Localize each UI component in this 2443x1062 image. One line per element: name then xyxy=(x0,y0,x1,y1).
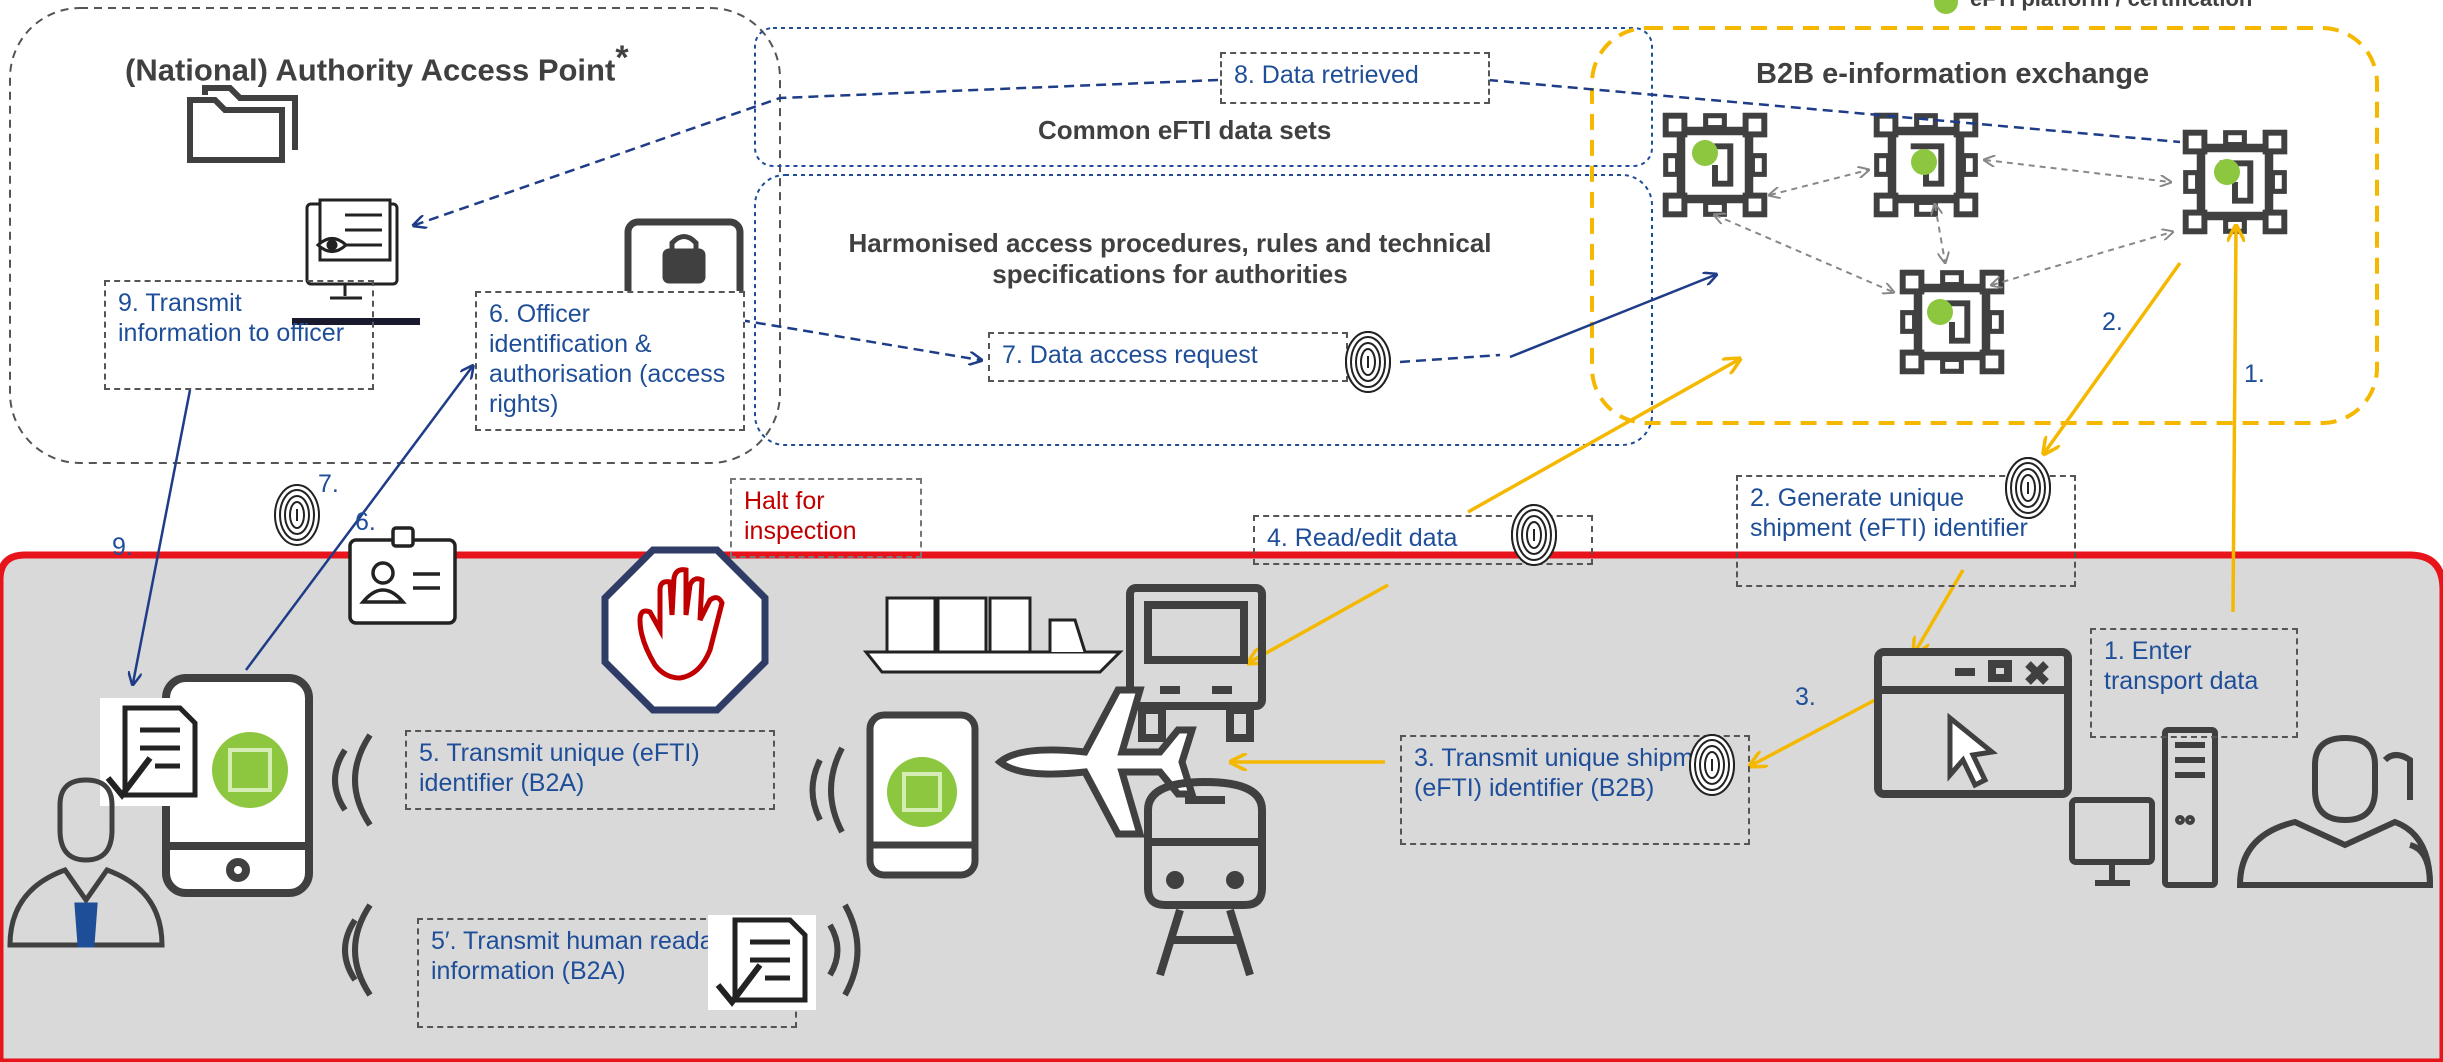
qr-badge xyxy=(887,757,957,827)
common-datasets-title: Common eFTI data sets xyxy=(1038,115,1332,145)
officer-icon xyxy=(7,777,165,948)
stop-hand-icon xyxy=(601,546,769,714)
step-3-transmit-b2b: 3. Transmit unique shipment (eFTI) ident… xyxy=(1400,735,1750,845)
truck-icon xyxy=(1126,584,1266,742)
monitor-document-icon xyxy=(292,198,420,325)
fingerprint-icon xyxy=(1345,331,1391,393)
platform-dot xyxy=(1911,149,1937,175)
authority-asterisk: * xyxy=(615,39,629,77)
authority-panel xyxy=(9,7,781,464)
platform-chip-icon xyxy=(1903,273,2002,372)
legend-dot xyxy=(1934,0,1958,14)
signal-wave-icon xyxy=(332,733,861,997)
step-2-generate-identifier: 2. Generate unique shipment (eFTI) ident… xyxy=(1736,475,2076,587)
b2b-title: B2B e-information exchange xyxy=(1756,58,2150,90)
document-check-icon xyxy=(100,698,203,806)
ship-icon xyxy=(862,596,1124,674)
step-number-6: 6. xyxy=(355,508,376,536)
step-9-transmit-info: 9. Transmit information to officer xyxy=(104,280,374,390)
browser-window-icon xyxy=(1874,648,2072,798)
train-icon xyxy=(1144,777,1266,977)
common-datasets-box xyxy=(754,27,1653,167)
authority-panel-title: (National) Authority Access Point* xyxy=(125,38,629,89)
step-6-officer-identification: 6. Officer identification & authorisatio… xyxy=(475,291,745,431)
step-4-read-edit: 4. Read/edit data xyxy=(1253,515,1593,565)
b2b-exchange-box xyxy=(1590,26,2379,425)
procedures-title-line2: specifications for authorities xyxy=(992,258,1348,289)
platform-dot xyxy=(1927,299,1953,325)
step-number-3: 3. xyxy=(1795,683,1816,711)
step-1-enter-data: 1. Enter transport data xyxy=(2090,628,2298,738)
halt-for-inspection: Halt for inspection xyxy=(730,478,922,558)
step-number-2: 2. xyxy=(2102,308,2123,336)
folder-icon xyxy=(187,85,298,163)
fingerprint-icon xyxy=(274,484,320,546)
airplane-icon xyxy=(994,686,1197,838)
desktop-computer-icon xyxy=(2069,727,2218,888)
step-5b-human-readable: 5′. Transmit human readable information … xyxy=(417,918,797,1028)
procedures-title: Harmonised access procedures, rules and … xyxy=(820,228,1520,289)
id-badge-icon xyxy=(348,526,457,625)
platform-dot xyxy=(1692,140,1718,166)
platform-chip-icon xyxy=(1666,116,1765,215)
authority-title-text: (National) Authority Access Point xyxy=(125,52,616,88)
qr-badge xyxy=(212,732,288,808)
procedures-box xyxy=(754,174,1653,446)
platform-dot xyxy=(2214,159,2240,185)
step-7-data-access-request: 7. Data access request xyxy=(988,332,1348,382)
legend-label: eFTI platform / certification xyxy=(1970,0,2252,12)
step-8-data-retrieved: 8. Data retrieved xyxy=(1220,52,1490,104)
step-5-transmit-b2a: 5. Transmit unique (eFTI) identifier (B2… xyxy=(405,730,775,810)
step-number-7: 7. xyxy=(318,470,339,498)
step-number-1: 1. xyxy=(2244,360,2265,388)
step-number-9: 9. xyxy=(112,533,133,561)
users-icon xyxy=(2236,734,2434,888)
procedures-title-line1: Harmonised access procedures, rules and … xyxy=(848,228,1492,258)
